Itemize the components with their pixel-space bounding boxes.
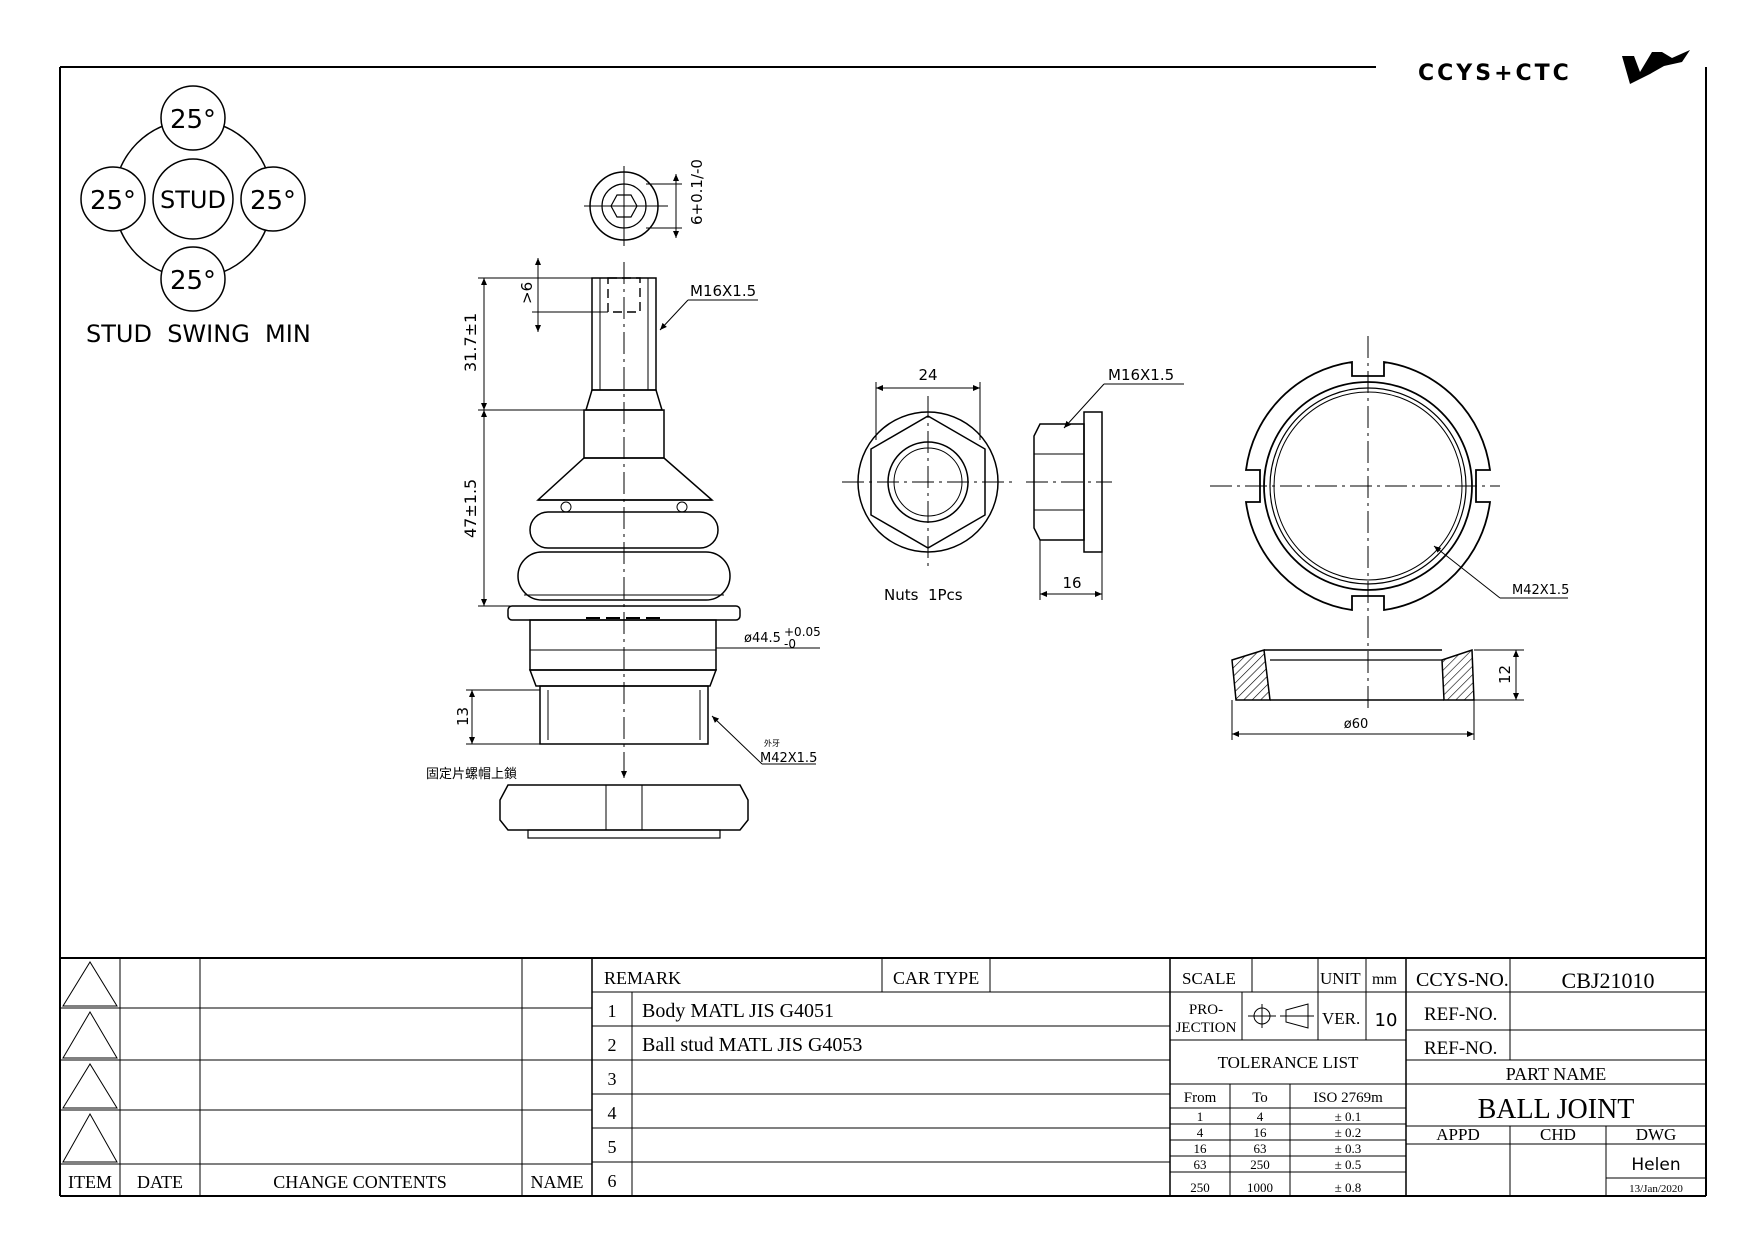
tol-cell: 250 bbox=[1190, 1180, 1210, 1195]
tol-cell: ± 0.1 bbox=[1335, 1109, 1362, 1124]
unit-value: mm bbox=[1372, 971, 1397, 988]
ver-label: VER. bbox=[1322, 1009, 1360, 1028]
remark-row-number: 1 bbox=[608, 1001, 617, 1021]
spec-table: SCALE UNIT mm PRO- JECTION VER. 10 TOLER… bbox=[1169, 958, 1407, 1196]
thread-length-label: 13 bbox=[454, 707, 472, 726]
remark-row-text: Body MATL JIS G4051 bbox=[642, 1000, 834, 1022]
drawing-frame bbox=[59, 66, 1707, 1197]
swing-bottom: 25° bbox=[170, 266, 216, 296]
ver-value: 10 bbox=[1375, 1010, 1398, 1031]
scale-label: SCALE bbox=[1182, 969, 1236, 988]
revision-table: ITEM DATE CHANGE CONTENTS NAME bbox=[60, 958, 593, 1196]
tol-header: ISO 2769m bbox=[1313, 1090, 1383, 1106]
tol-cell: 63 bbox=[1254, 1141, 1267, 1156]
unit-label: UNIT bbox=[1320, 969, 1361, 988]
remark-header: REMARK bbox=[604, 968, 681, 988]
drawing-date: 13/Jan/2020 bbox=[1629, 1183, 1683, 1195]
tol-cell: 1 bbox=[1197, 1109, 1204, 1124]
remark-row-number: 3 bbox=[608, 1069, 617, 1089]
stud-thread-label: M16X1.5 bbox=[690, 282, 756, 300]
stud-swing-diagram: 25° 25° 25° 25° STUD STUD SWING MIN bbox=[80, 85, 311, 348]
ref-no-label-2: REF-NO. bbox=[1424, 1038, 1497, 1059]
tol-cell: 250 bbox=[1250, 1157, 1270, 1172]
hole-tolerance-label: 6+0.1/-0 bbox=[688, 159, 706, 225]
rev-header-name: NAME bbox=[531, 1172, 584, 1192]
part-name-value: BALL JOINT bbox=[1478, 1094, 1635, 1125]
tol-cell: 1000 bbox=[1247, 1180, 1273, 1195]
projection-symbol-icon bbox=[1248, 1003, 1314, 1029]
part-name-label: PART NAME bbox=[1506, 1064, 1606, 1084]
drawer-name: Helen bbox=[1631, 1155, 1680, 1175]
ref-no-label-1: REF-NO. bbox=[1424, 1004, 1497, 1025]
nut-caption: Nuts 1Pcs bbox=[884, 586, 963, 604]
tol-cell: 16 bbox=[1194, 1141, 1208, 1156]
remark-row-number: 5 bbox=[608, 1137, 617, 1157]
projection-label-2: JECTION bbox=[1176, 1020, 1237, 1036]
lock-ring-front-view: M42X1.5 bbox=[1210, 336, 1569, 636]
tol-cell: ± 0.3 bbox=[1335, 1141, 1362, 1156]
remarks-table: REMARK CAR TYPE 1 Body MATL JIS G4051 2 … bbox=[592, 958, 1170, 1196]
tol-cell: 4 bbox=[1257, 1109, 1264, 1124]
revision-triangle-icon bbox=[62, 961, 118, 1007]
nut-width-label: 24 bbox=[918, 366, 937, 384]
ring-thread-label: M42X1.5 bbox=[1512, 583, 1569, 598]
swing-right: 25° bbox=[250, 186, 296, 216]
tol-cell: ± 0.5 bbox=[1335, 1157, 1362, 1172]
dwg-label: DWG bbox=[1636, 1125, 1677, 1144]
projection-label-1: PRO- bbox=[1189, 1002, 1223, 1018]
svg-text:CCYS+CTC: CCYS+CTC bbox=[1418, 61, 1572, 86]
remark-row-number: 6 bbox=[608, 1171, 617, 1191]
rev-header-date: DATE bbox=[137, 1172, 183, 1192]
swing-left: 25° bbox=[90, 186, 136, 216]
ring-thickness-label: 12 bbox=[1496, 665, 1514, 684]
tol-cell: 16 bbox=[1254, 1125, 1268, 1140]
lock-ring-section-view: ø60 12 bbox=[1231, 616, 1524, 740]
swing-caption: STUD SWING MIN bbox=[86, 320, 311, 348]
body-length-label: 47±1.5 bbox=[461, 479, 480, 538]
swing-center: STUD bbox=[160, 186, 226, 214]
ring-diameter-label: ø60 bbox=[1344, 717, 1369, 732]
rev-header-item: ITEM bbox=[68, 1172, 112, 1192]
tol-header: To bbox=[1252, 1090, 1268, 1106]
revision-triangle-icon bbox=[62, 1011, 118, 1059]
brand-logo: CCYS+CTC bbox=[1418, 50, 1690, 86]
stud-length-label: 31.7±1 bbox=[461, 313, 480, 372]
tol-cell: ± 0.2 bbox=[1335, 1125, 1362, 1140]
tol-cell: 4 bbox=[1197, 1125, 1204, 1140]
tol-cell: ± 0.8 bbox=[1335, 1180, 1362, 1195]
swing-top: 25° bbox=[170, 105, 216, 135]
revision-triangle-icon bbox=[62, 1112, 118, 1163]
brand-emblem-icon bbox=[1622, 50, 1690, 84]
tol-header: From bbox=[1184, 1090, 1217, 1106]
nut-thickness-label: 16 bbox=[1062, 574, 1081, 592]
stud-top-view: 6+0.1/-0 bbox=[584, 159, 706, 246]
body-thread-note: 外牙 bbox=[764, 738, 780, 748]
chd-label: CHD bbox=[1540, 1125, 1576, 1144]
ccys-no-value: CBJ21010 bbox=[1562, 968, 1655, 993]
min-depth-label: >6 bbox=[518, 282, 536, 304]
rev-header-contents: CHANGE CONTENTS bbox=[273, 1172, 447, 1192]
ccys-no-label: CCYS-NO. bbox=[1416, 969, 1509, 991]
nut-front-view: 24 Nuts 1Pcs bbox=[842, 366, 1014, 604]
body-diameter-tol-minus: -0 bbox=[784, 637, 796, 651]
tol-cell: 63 bbox=[1194, 1157, 1207, 1172]
body-thread-label: M42X1.5 bbox=[760, 751, 817, 766]
tolerance-title: TOLERANCE LIST bbox=[1218, 1053, 1359, 1072]
body-diameter-label: ø44.5 bbox=[744, 631, 781, 646]
revision-triangle-icon bbox=[62, 1063, 118, 1109]
remark-row-number: 2 bbox=[608, 1035, 617, 1055]
nut-thread-label: M16X1.5 bbox=[1108, 366, 1174, 384]
nut-side-view: 16 M16X1.5 bbox=[1026, 366, 1184, 600]
remark-row-number: 4 bbox=[608, 1103, 617, 1123]
title-block: ITEM DATE CHANGE CONTENTS NAME REMARK CA… bbox=[60, 957, 1706, 1196]
car-type-label: CAR TYPE bbox=[893, 968, 979, 988]
ball-joint-side-view: 31.7±1 47±1.5 >6 M16X1.5 13 ø44.5 +0.05 … bbox=[426, 258, 821, 839]
lock-note-label: 固定片螺帽上鎖 bbox=[426, 766, 517, 782]
body-diameter-tol-plus: +0.05 bbox=[784, 625, 821, 639]
appd-label: APPD bbox=[1436, 1125, 1479, 1144]
part-info-table: CCYS-NO. CBJ21010 REF-NO. REF-NO. PART N… bbox=[1406, 958, 1706, 1196]
remark-row-text: Ball stud MATL JIS G4053 bbox=[642, 1034, 862, 1056]
